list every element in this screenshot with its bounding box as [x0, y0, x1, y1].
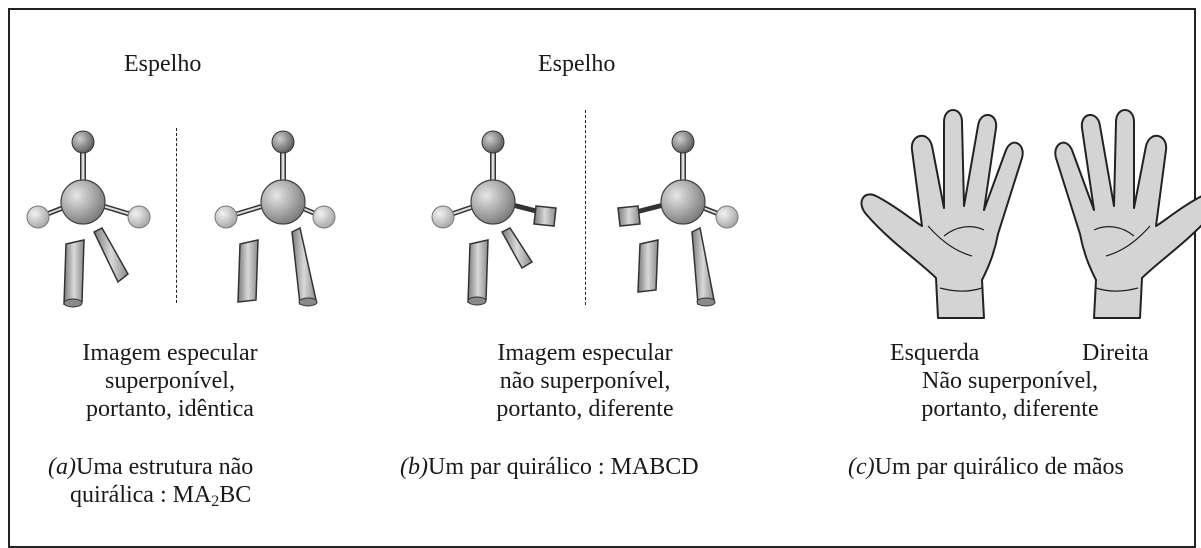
hand-label-right: Direita [1082, 340, 1149, 366]
left-hand [860, 109, 1024, 319]
hand-label-left: Esquerda [890, 340, 980, 366]
caption-a-formula-pre: quirálica : MA [70, 482, 212, 508]
caption-b: (b)Um par quirálico : MABCD [400, 453, 699, 481]
mirror-line-b [585, 110, 586, 305]
figure-frame [8, 8, 1196, 548]
description-a-line2: superponível, [105, 368, 235, 394]
molecule-b-left [431, 130, 557, 306]
description-b-line1: Imagem especular [497, 340, 673, 366]
molecule-a-left [26, 130, 151, 308]
description-b-line2: não superponível, [499, 368, 671, 394]
caption-b-letter: (b) [400, 454, 428, 480]
molecule-b-right [617, 130, 739, 307]
description-b-line3: portanto, diferente [496, 396, 674, 422]
mirror-line-a [176, 128, 177, 303]
caption-a-formula-sub: 2 [211, 493, 220, 510]
description-c-line2: portanto, diferente [921, 396, 1099, 422]
caption-b-text: Um par quirálico : MABCD [427, 454, 699, 480]
description-c-line1: Não superponível, [922, 368, 1098, 394]
mirror-label-a: Espelho [124, 51, 202, 77]
caption-a-letter: (a) [48, 454, 76, 480]
description-a-line1: Imagem especular [82, 340, 258, 366]
caption-a-text: Uma estrutura não [75, 454, 254, 480]
caption-c-letter: (c) [848, 454, 875, 480]
caption-a-line2: quirálica : MA2BC [70, 481, 252, 510]
mirror-label-b: Espelho [538, 51, 616, 77]
molecule-a-right [214, 130, 336, 307]
right-hand [1054, 109, 1201, 319]
caption-c: (c)Um par quirálico de mãos [848, 453, 1124, 481]
description-a-line3: portanto, idêntica [86, 396, 254, 422]
caption-a-formula-post: BC [219, 482, 252, 508]
caption-c-text: Um par quirálico de mãos [874, 454, 1124, 480]
figure-drawing [26, 109, 1201, 319]
caption-a-line1: (a)Uma estrutura não [48, 453, 253, 481]
